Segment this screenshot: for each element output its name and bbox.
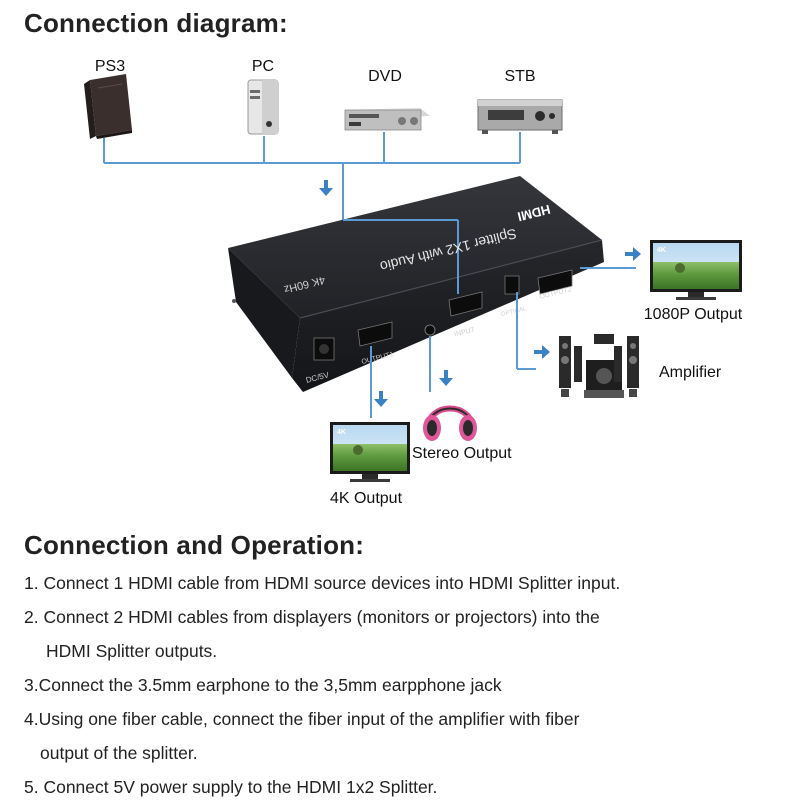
step-item: 4.Using one fiber cable, connect the fib… xyxy=(24,702,784,770)
dvd-player-icon xyxy=(344,108,430,131)
tv-1080p-icon: 4K xyxy=(650,240,742,300)
output-wires xyxy=(370,267,636,418)
step-item: 1. Connect 1 HDMI cable from HDMI source… xyxy=(24,566,784,600)
input-wire xyxy=(343,219,459,294)
step-item: 2. Connect 2 HDMI cables from displayers… xyxy=(24,600,784,668)
headphones-icon xyxy=(423,405,477,441)
source-label-ps3: PS3 xyxy=(95,58,125,75)
step-text-continued: HDMI Splitter outputs. xyxy=(46,641,218,661)
source-label-stb: STB xyxy=(504,68,535,85)
label-4k-output: 4K Output xyxy=(330,490,403,507)
step-item: 3.Connect the 3.5mm earphone to the 3,5m… xyxy=(24,668,784,702)
step-text: 2. Connect 2 HDMI cables from displayers… xyxy=(24,607,600,627)
down-arrow-icon xyxy=(319,180,333,196)
audio-jack-port xyxy=(424,324,436,336)
tv-badge: 4K xyxy=(657,247,666,254)
label-stereo-output: Stereo Output xyxy=(412,445,512,462)
right-arrow-icon xyxy=(534,345,550,359)
down-arrow-icon xyxy=(374,391,388,407)
step-item: 5. Connect 5V power supply to the HDMI 1… xyxy=(24,770,784,804)
step-text: 4.Using one fiber cable, connect the fib… xyxy=(24,709,580,729)
pc-tower-icon xyxy=(247,79,279,135)
source-label-dvd: DVD xyxy=(368,68,402,85)
diagram-title: Connection diagram: xyxy=(24,8,288,38)
step-text-continued: output of the splitter. xyxy=(40,743,198,763)
source-wires xyxy=(103,132,521,220)
step-text: 1. Connect 1 HDMI cable from HDMI source… xyxy=(24,573,621,593)
tv-badge: 4K xyxy=(337,429,346,436)
label-1080p-output: 1080P Output xyxy=(644,306,743,323)
hdmi-output2-port: OUTPUT2 xyxy=(537,269,572,301)
operation-title: Connection and Operation: xyxy=(24,530,365,560)
source-label-pc: PC xyxy=(252,58,274,75)
set-top-box-icon xyxy=(477,99,563,134)
right-arrow-icon xyxy=(625,247,641,261)
ps3-console-icon xyxy=(84,74,132,139)
connection-diagram: PS3 PC DVD STB HDMI Splitter 1X2 with Au… xyxy=(84,58,743,507)
step-text: 5. Connect 5V power supply to the HDMI 1… xyxy=(24,777,438,797)
operation-steps: 1. Connect 1 HDMI cable from HDMI source… xyxy=(24,566,784,804)
tv-4k-icon: 4K xyxy=(330,422,410,482)
port-label-input: INPUT xyxy=(454,326,477,338)
port-label-optical: OPTICAL xyxy=(501,306,528,318)
label-amplifier: Amplifier xyxy=(659,364,722,381)
step-text: 3.Connect the 3.5mm earphone to the 3,5m… xyxy=(24,675,502,695)
down-arrow-icon xyxy=(439,370,453,386)
amplifier-speakers-icon xyxy=(559,334,639,398)
